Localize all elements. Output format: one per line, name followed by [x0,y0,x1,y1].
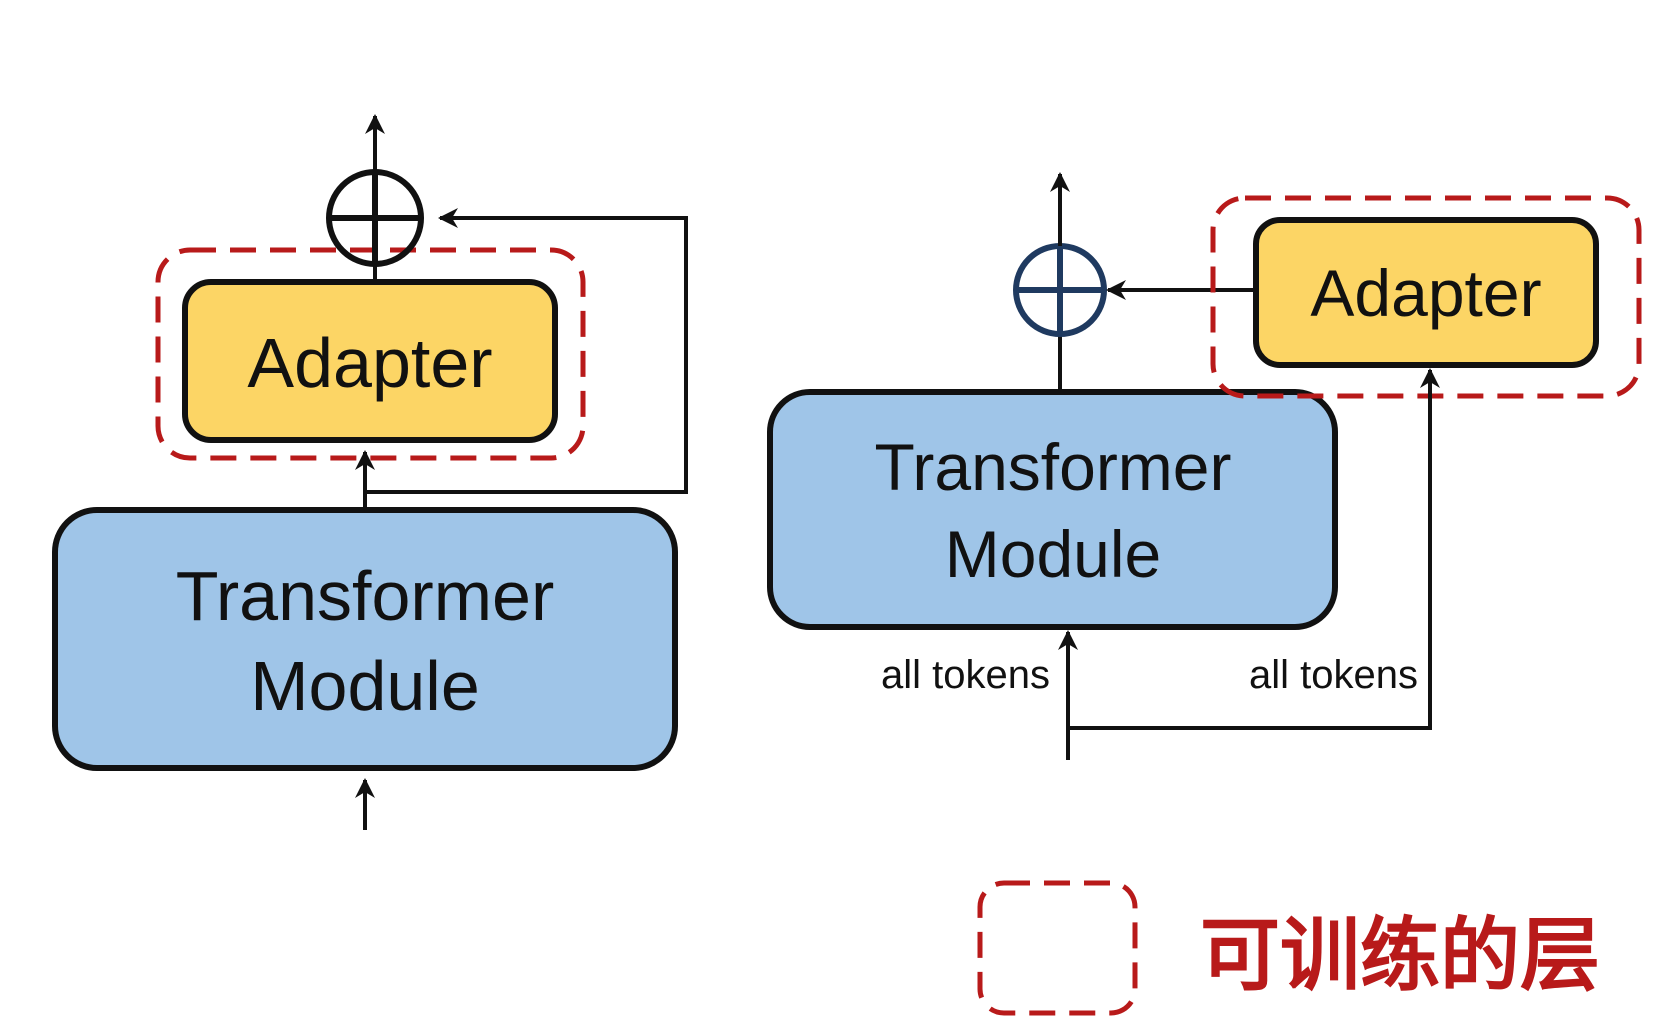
left-transformer-box [52,507,678,771]
right-adapter-box [1253,217,1599,368]
right-transformer-label-line2: Module [945,517,1161,591]
left-skip-connection [365,208,688,494]
right-token-label-left: all tokens [881,653,1050,697]
right-adapter-label: Adapter [1310,256,1541,330]
right-transformer-label-line1: Transformer [875,430,1232,504]
legend-label: 可训练的层 [1200,909,1600,1002]
left-adapter-box [182,279,558,443]
left-adapter-label: Adapter [247,324,492,402]
right-input-branch-to-adapter [1068,368,1440,730]
right-transformer-box [767,389,1338,630]
left-panel: Transformer Module Adapter [52,114,688,830]
left-trainable-dashed-box [155,247,586,461]
legend-dashed-box-swatch [977,880,1138,1016]
right-token-label-right: all tokens [1249,653,1418,697]
right-panel: Transformer Module Adapter all tokens al… [767,172,1642,760]
left-transformer-label-line1: Transformer [176,557,555,635]
left-transformer-label-line2: Module [250,647,480,725]
left-circle-plus-icon [326,169,424,267]
right-trainable-dashed-box [1210,195,1642,399]
right-circle-plus-icon [1013,243,1107,337]
legend: 可训练的层 [977,880,1600,1016]
